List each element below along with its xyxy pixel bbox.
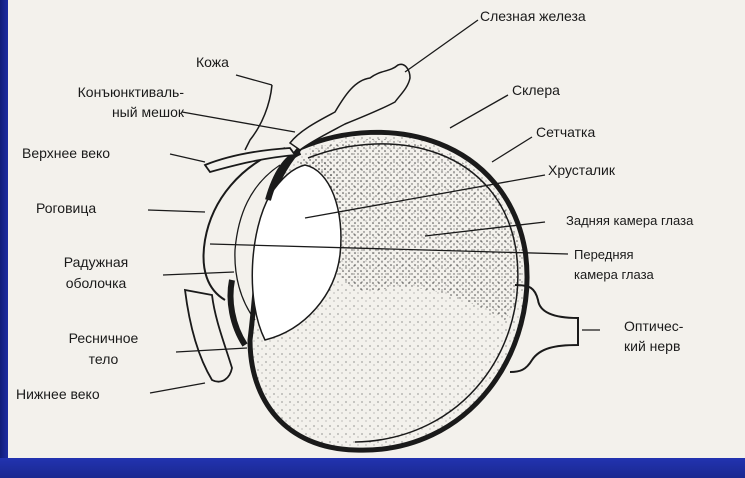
label-anterior-chamber-line1: Передняя: [574, 247, 634, 263]
label-optic-nerve-line1: Оптичес-: [624, 318, 683, 335]
label-retina: Сетчатка: [536, 124, 595, 141]
label-optic-nerve-line2: кий нерв: [624, 338, 680, 355]
label-cornea: Роговица: [36, 200, 96, 217]
label-conjunctival-sac-line1: Конъюнктиваль-: [14, 84, 184, 101]
label-iris-line2: оболочка: [36, 275, 156, 292]
label-upper-eyelid: Верхнее веко: [22, 145, 110, 162]
label-sclera: Склера: [512, 82, 560, 99]
label-lens: Хрусталик: [548, 162, 615, 179]
label-lower-eyelid: Нижнее веко: [16, 386, 100, 403]
lower-eyelid-shape: [185, 290, 232, 382]
label-anterior-chamber-line2: камера глаза: [574, 267, 654, 283]
label-conjunctival-sac-line2: ный мешок: [14, 104, 184, 121]
label-posterior-chamber: Задняя камера глаза: [566, 213, 693, 229]
label-skin: Кожа: [196, 54, 229, 71]
label-lacrimal-gland: Слезная железа: [480, 8, 586, 25]
label-ciliary-body-line1: Ресничное: [36, 330, 171, 347]
label-iris-line1: Радужная: [36, 254, 156, 271]
label-ciliary-body-line2: тело: [36, 351, 171, 368]
